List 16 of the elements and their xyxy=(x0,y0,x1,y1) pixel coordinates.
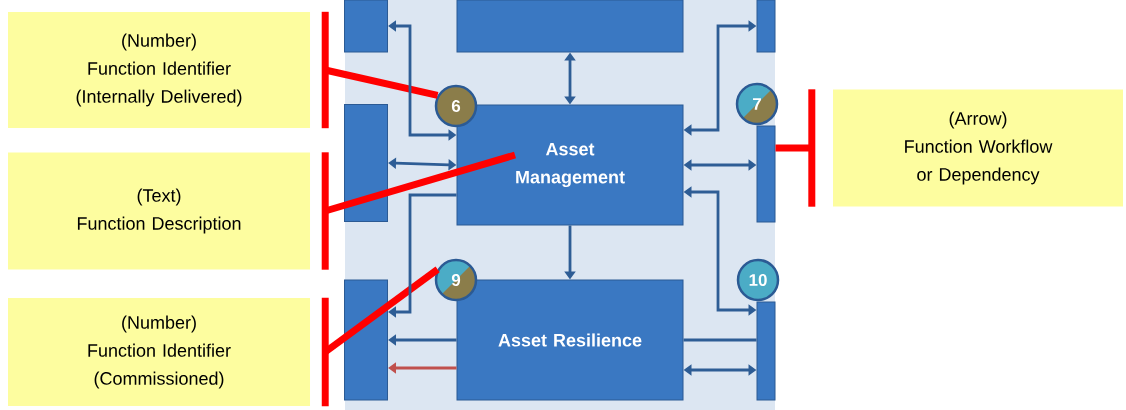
panel-box xyxy=(344,279,388,401)
callout-box: (Arrow) Function Workflow or Dependency xyxy=(833,89,1123,207)
number-badge: 10 xyxy=(736,258,780,302)
panel-box xyxy=(756,301,776,401)
arrow xyxy=(388,193,457,318)
panel-box xyxy=(344,104,388,222)
callout-box: (Number) Function Identifier (Commissioned) xyxy=(8,298,310,406)
panel-box xyxy=(344,0,388,53)
leader-line xyxy=(321,11,439,129)
callout-box: (Text) Function Description xyxy=(8,152,310,270)
number-badge: 6 xyxy=(434,84,478,128)
panel-box xyxy=(756,0,776,53)
panel-box xyxy=(456,0,684,53)
panel-box xyxy=(756,125,776,223)
callout-box: (Number) Function Identifier (Internally Delivered) xyxy=(8,12,310,128)
leader-line xyxy=(321,266,440,407)
